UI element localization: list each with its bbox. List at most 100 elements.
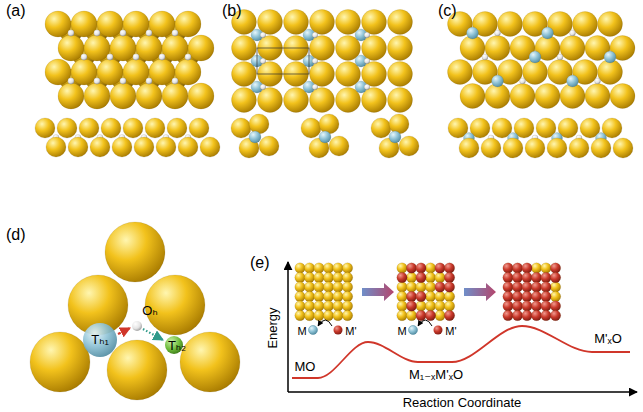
nanocube-guest-atom [541,310,551,320]
nanocube-guest-atom [512,272,522,282]
nanocube-host-atom [323,282,333,292]
interstitial-atom [94,30,100,36]
gold-tetra-oct-atom [105,222,165,282]
nanocube-host-atom [323,291,333,301]
panel-label: (e) [250,254,270,272]
process-arrow [464,283,496,301]
gold-side-bottom-atom [503,138,523,158]
gold-side-top-atom [145,118,165,138]
gold-side-bottom-atom [481,138,501,158]
nanocube-guest-atom [531,272,541,282]
nanocube-guest-atom [503,301,513,311]
panel-b-structure [231,10,419,159]
light-interstitial-atom [570,30,576,36]
nanocube-host-atom [435,291,445,301]
nanocube-host-atom [342,263,352,273]
nanocube-guest [397,263,455,321]
site-label: Oₕ [142,304,157,318]
nanocube-guest-atom [522,272,532,282]
metal-cluster-side-atom [389,131,401,143]
nanocube-guest-atom [444,263,454,273]
gold-front-layer-atom [162,35,188,61]
nanocube-host-atom [425,263,435,273]
nanocube-host-atom [304,310,314,320]
gold-side-bottom-atom [613,138,633,158]
nanocube-guest-atom [444,282,454,292]
nanocube-host-atom [295,282,305,292]
nanocube-host-atom [304,282,314,292]
nanocube-host-atom [295,291,305,301]
panel-label: (d) [6,226,26,244]
nanocube-host-atom [323,310,333,320]
nanocube-host-atom [314,282,324,292]
metal-label: M [397,325,406,337]
nanocube-host-atom [550,291,560,301]
gold-side-top-atom [35,118,55,138]
panel-a-structure [35,11,220,157]
gold-front-layer-atom [136,83,162,109]
gold-front-layer-atom [175,59,201,85]
nanocube-guest-atom [522,282,532,292]
nanocube-host-atom [435,301,445,311]
nanocube-host-atom [342,282,352,292]
nanocube-host-atom [333,263,343,273]
light-interstitial-atom [520,78,526,84]
site-label: Tₕ₁ [91,333,109,347]
gold-cluster-side-atom [371,118,391,138]
gold-front-layer-atom [149,59,175,85]
nanocube-guest-atom [512,310,522,320]
nanocube-guest-atom [503,272,513,282]
nanocube-guest-atom [397,272,407,282]
gold-side-bottom-atom [591,138,611,158]
nanocube-guest-atom [522,310,532,320]
gold-side-bottom-atom [90,137,110,157]
hop-arrow [143,329,163,340]
gold-front-layer-atom [136,35,162,61]
metal-interstitial [467,27,617,87]
gold-hex-layer-atom [573,12,598,37]
gold-cluster-side-atom [249,114,269,134]
nanocube-host-atom [314,310,324,320]
gold-side-bottom [46,137,220,157]
nanocube-host-atom [397,282,407,292]
nanocube-guest-atom [531,282,541,292]
nanocube-guest-atom [522,263,532,273]
light-interstitial [260,32,370,90]
gold-front-layer [45,11,214,109]
gold-hex-layer-atom [448,60,473,85]
nanocube-guest-atom [531,291,541,301]
nanocube-guest [503,263,561,321]
gold-square-layer-atom [388,88,413,113]
nanocube-guest-atom [444,272,454,282]
nanocube-host-atom [425,272,435,282]
nanocube-host-atom [295,263,305,273]
panel-c-structure [448,12,636,159]
metal-label: M' [445,325,456,337]
metal-cluster-side-atom [319,131,331,143]
metal-interstitial-atom [604,51,616,63]
nanocube-host-atom [295,301,305,311]
light-interstitial-atom [260,32,266,38]
light-interstitial-atom [595,78,601,84]
gold-side-bottom-atom [525,138,545,158]
nanocube-guest-atom [550,272,560,282]
nanocube-guest-atom [541,301,551,311]
interstitial-atom [68,30,74,36]
gold-side-bottom-atom [569,138,589,158]
light-interstitial-atom [260,58,266,64]
nanocube-host-atom [397,310,407,320]
gold-side-bottom-atom [112,137,132,157]
gold-hex-layer-atom [598,12,623,37]
gold-hex-layer-atom [610,84,635,109]
gold-front-layer-atom [84,83,110,109]
nanocube-host-atom [333,310,343,320]
metal-interstitial-atom [567,75,579,87]
nanocube-guest-atom [406,301,416,311]
gold-hex-layer-atom [535,84,560,109]
nanocube-guest-atom [406,263,416,273]
panel-label: (c) [438,2,457,20]
nanocube-guest-atom [550,301,560,311]
nanocube-host-atom [425,291,435,301]
metal-interstitial [251,29,367,93]
guest-metal [434,326,443,335]
